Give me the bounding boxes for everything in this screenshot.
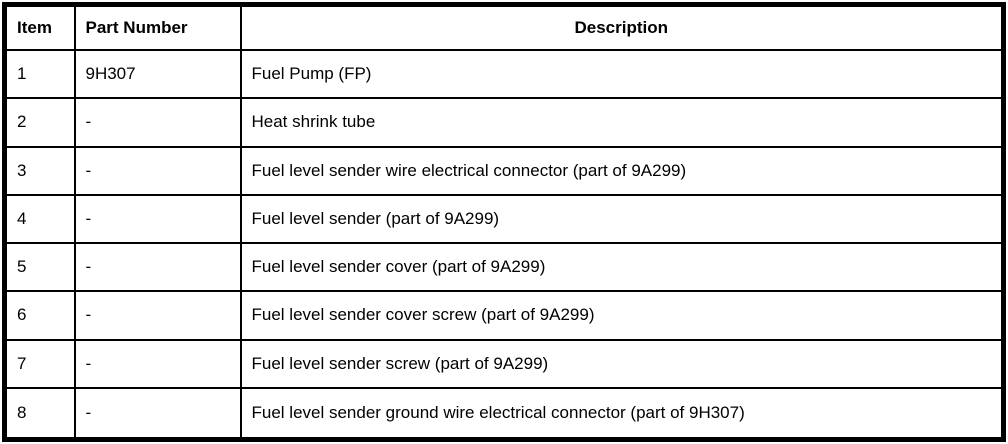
description-cell: Fuel level sender cover (part of 9A299) [239, 242, 1005, 293]
item-cell: 6 [3, 290, 76, 341]
part-number-cell: - [73, 97, 242, 148]
item-cell: 7 [3, 338, 76, 389]
part-number-cell: - [73, 242, 242, 293]
header-description: Description [239, 3, 1005, 51]
table-row: 1 9H307 Fuel Pump (FP) [3, 48, 1005, 100]
part-number-cell: - [73, 338, 242, 389]
description-cell: Fuel level sender wire electrical connec… [239, 145, 1005, 196]
description-cell: Fuel level sender (part of 9A299) [239, 193, 1005, 245]
item-cell: 3 [3, 145, 76, 196]
description-cell: Fuel level sender screw (part of 9A299) [239, 338, 1005, 389]
item-cell: 1 [3, 48, 76, 100]
part-number-cell: - [73, 193, 242, 245]
part-number-cell: - [73, 386, 242, 441]
table-row: 7 - Fuel level sender screw (part of 9A2… [3, 338, 1005, 389]
description-cell: Fuel level sender cover screw (part of 9… [239, 290, 1005, 341]
description-cell: Fuel level sender ground wire electrical… [239, 386, 1005, 441]
part-number-cell: - [73, 145, 242, 196]
table-row: 3 - Fuel level sender wire electrical co… [3, 145, 1005, 196]
item-cell: 4 [3, 193, 76, 245]
description-cell: Fuel Pump (FP) [239, 48, 1005, 100]
description-cell: Heat shrink tube [239, 97, 1005, 148]
item-cell: 8 [3, 386, 76, 441]
part-number-cell: - [73, 290, 242, 341]
item-cell: 2 [3, 97, 76, 148]
table-header-row: Item Part Number Description [3, 3, 1005, 51]
table-row: 8 - Fuel level sender ground wire electr… [3, 386, 1005, 441]
table-row: 4 - Fuel level sender (part of 9A299) [3, 193, 1005, 245]
header-part-number: Part Number [73, 3, 242, 51]
table-row: 5 - Fuel level sender cover (part of 9A2… [3, 242, 1005, 293]
table-row: 2 - Heat shrink tube [3, 97, 1005, 148]
header-item: Item [3, 3, 76, 51]
item-cell: 5 [3, 242, 76, 293]
part-number-cell: 9H307 [73, 48, 242, 100]
table-row: 6 - Fuel level sender cover screw (part … [3, 290, 1005, 341]
